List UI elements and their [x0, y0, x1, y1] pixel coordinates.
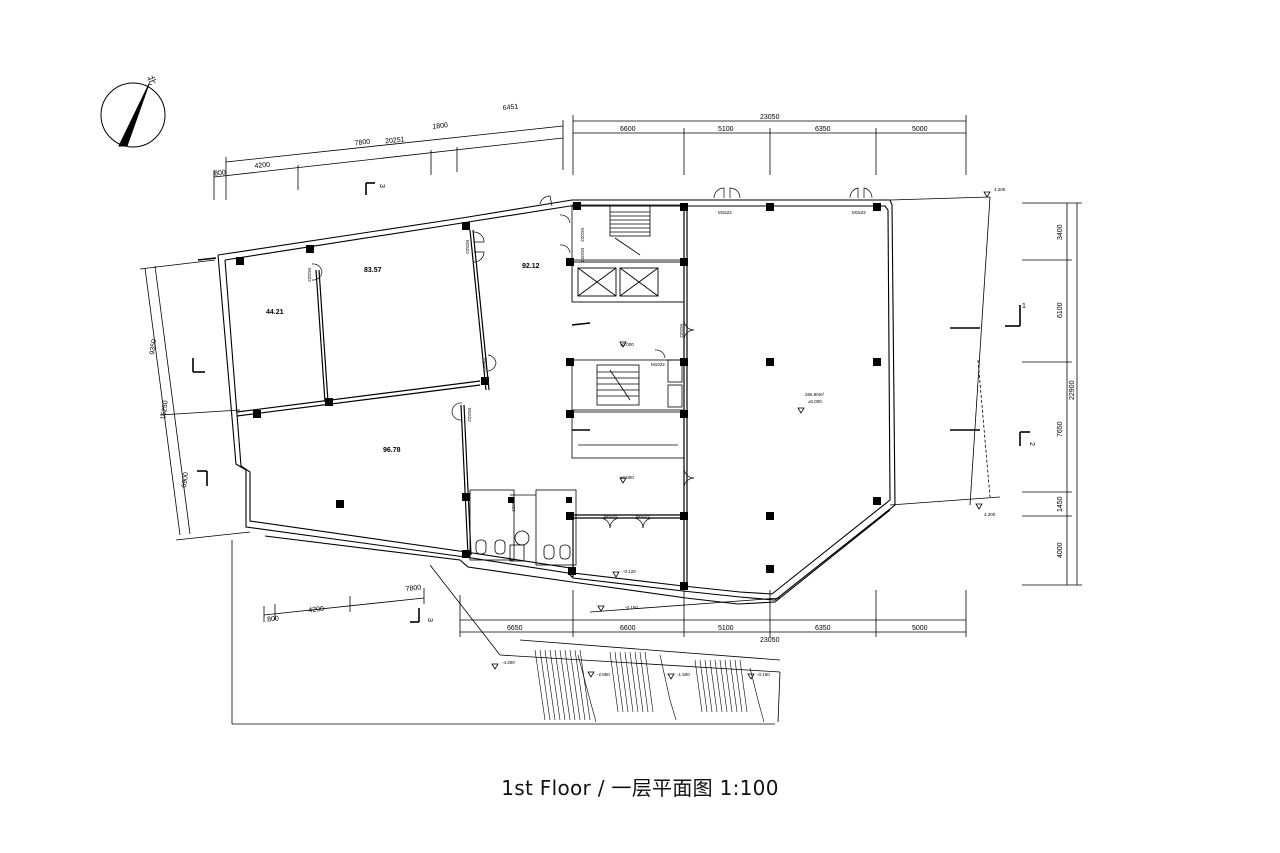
bottom-seg-3: 5100 — [718, 625, 734, 632]
bottom-overall-dim: 23050 — [760, 637, 780, 644]
door-tag-8: M1022 — [651, 362, 665, 367]
top-seg-3: 6350 — [815, 126, 831, 133]
level-markers — [491, 191, 991, 680]
right-seg-2: 6100 — [1057, 302, 1064, 318]
bottom-left-seg-3: 7800 — [405, 584, 421, 593]
door-tag-3: M1022 — [580, 228, 585, 242]
level-6: -0.150 — [757, 672, 770, 677]
right-dimension-line — [1022, 202, 1082, 586]
top-overall-dim: 23050 — [760, 114, 780, 121]
bottom-dimension-line — [263, 588, 967, 637]
section-mark-3-bottom: 3 — [426, 618, 433, 622]
right-seg-3: 7650 — [1057, 421, 1064, 437]
left-seg-2: 6900 — [181, 472, 190, 489]
bottom-seg-5: 5000 — [912, 625, 928, 632]
door-tag-1: M1522 — [718, 210, 732, 215]
left-dimension-line — [139, 259, 251, 541]
door-swings — [311, 187, 873, 529]
right-seg-4: 1450 — [1057, 496, 1064, 512]
door-tag-6: M1522 — [307, 268, 312, 282]
top-seg-1: 6600 — [620, 126, 636, 133]
left-overall-dim: 16250 — [160, 400, 170, 420]
door-tag-7: M1522 — [483, 358, 488, 372]
room-area-3: 92.12 — [522, 263, 540, 270]
top-left-seg-2: 4200 — [254, 162, 270, 171]
level-top-right: 4.200 — [994, 187, 1006, 192]
door-tag-9: M1522 — [467, 408, 472, 422]
interior-walls — [236, 205, 688, 590]
top-left-seg-1: 800 — [214, 169, 226, 177]
exterior-stairs — [534, 649, 765, 723]
elevator-shafts — [571, 261, 685, 303]
level-1: -0.120 — [623, 569, 636, 574]
site-lines — [231, 196, 1001, 725]
room-level-5: ±0.000 — [808, 399, 822, 404]
door-tag-5: M1522 — [465, 240, 470, 254]
door-tag-4: M1022 — [580, 248, 585, 262]
level-4: -2.850 — [597, 672, 610, 677]
bottom-seg-1: 6650 — [507, 625, 523, 632]
top-left-seg-4: 1800 — [432, 122, 448, 131]
right-overall-dim: 22900 — [1069, 380, 1076, 400]
top-left-seg-3: 7800 — [354, 139, 370, 148]
top-left-seg-5: 6451 — [502, 103, 518, 112]
stair-core-north — [571, 204, 685, 261]
room-area-4: 96.78 — [383, 447, 401, 454]
level-2: -0.150 — [625, 605, 638, 610]
stair-core-central — [571, 359, 685, 459]
bottom-left-seg-1: 800 — [267, 615, 279, 623]
level-bottom-right: 4.200 — [984, 512, 996, 517]
level-corridor: ±0.000 — [620, 475, 634, 480]
north-label: 北 — [145, 74, 158, 86]
door-tag-10: M1522 — [679, 324, 684, 338]
top-left-dimension-line — [213, 120, 564, 200]
door-tag-11: M1022 — [511, 498, 516, 512]
bottom-seg-2: 6600 — [620, 625, 636, 632]
section-mark-3-top: 3 — [378, 184, 385, 188]
room-area-2: 83.57 — [364, 267, 382, 274]
toilet-block — [469, 489, 577, 566]
north-arrow-icon — [100, 82, 166, 148]
top-left-overall-dim: 20251 — [385, 136, 405, 145]
right-seg-5: 4000 — [1057, 542, 1064, 558]
right-seg-1: 3400 — [1057, 224, 1064, 240]
top-seg-4: 5000 — [912, 126, 928, 133]
door-tag-2: M1522 — [852, 210, 866, 215]
door-tag-12: M1522 — [604, 514, 618, 519]
room-area-1: 44.21 — [266, 309, 284, 316]
bottom-seg-4: 6350 — [815, 625, 831, 632]
section-marks — [192, 182, 1030, 623]
room-area-5: 266.80m² — [805, 392, 825, 397]
building-outline — [217, 199, 896, 605]
structural-columns — [236, 202, 881, 590]
level-lobby: ±0.000 — [620, 342, 634, 347]
section-mark-2: 2 — [1028, 442, 1035, 446]
level-5: -1.500 — [677, 672, 690, 677]
plan-annotations: 北 23050 6600 5100 6350 5000 20251 800 42… — [145, 74, 1076, 677]
top-dimension-line — [572, 115, 967, 175]
drawing-caption: 1st Floor / 一层平面图 1:100 — [501, 776, 779, 800]
left-seg-1: 9350 — [149, 339, 158, 356]
door-tag-13: M1522 — [636, 514, 650, 519]
bottom-left-seg-2: 4200 — [308, 606, 324, 615]
level-3: -4.200 — [502, 660, 515, 665]
top-seg-2: 5100 — [718, 126, 734, 133]
section-mark-1: 1 — [1022, 303, 1026, 310]
misc-marks — [197, 257, 980, 431]
